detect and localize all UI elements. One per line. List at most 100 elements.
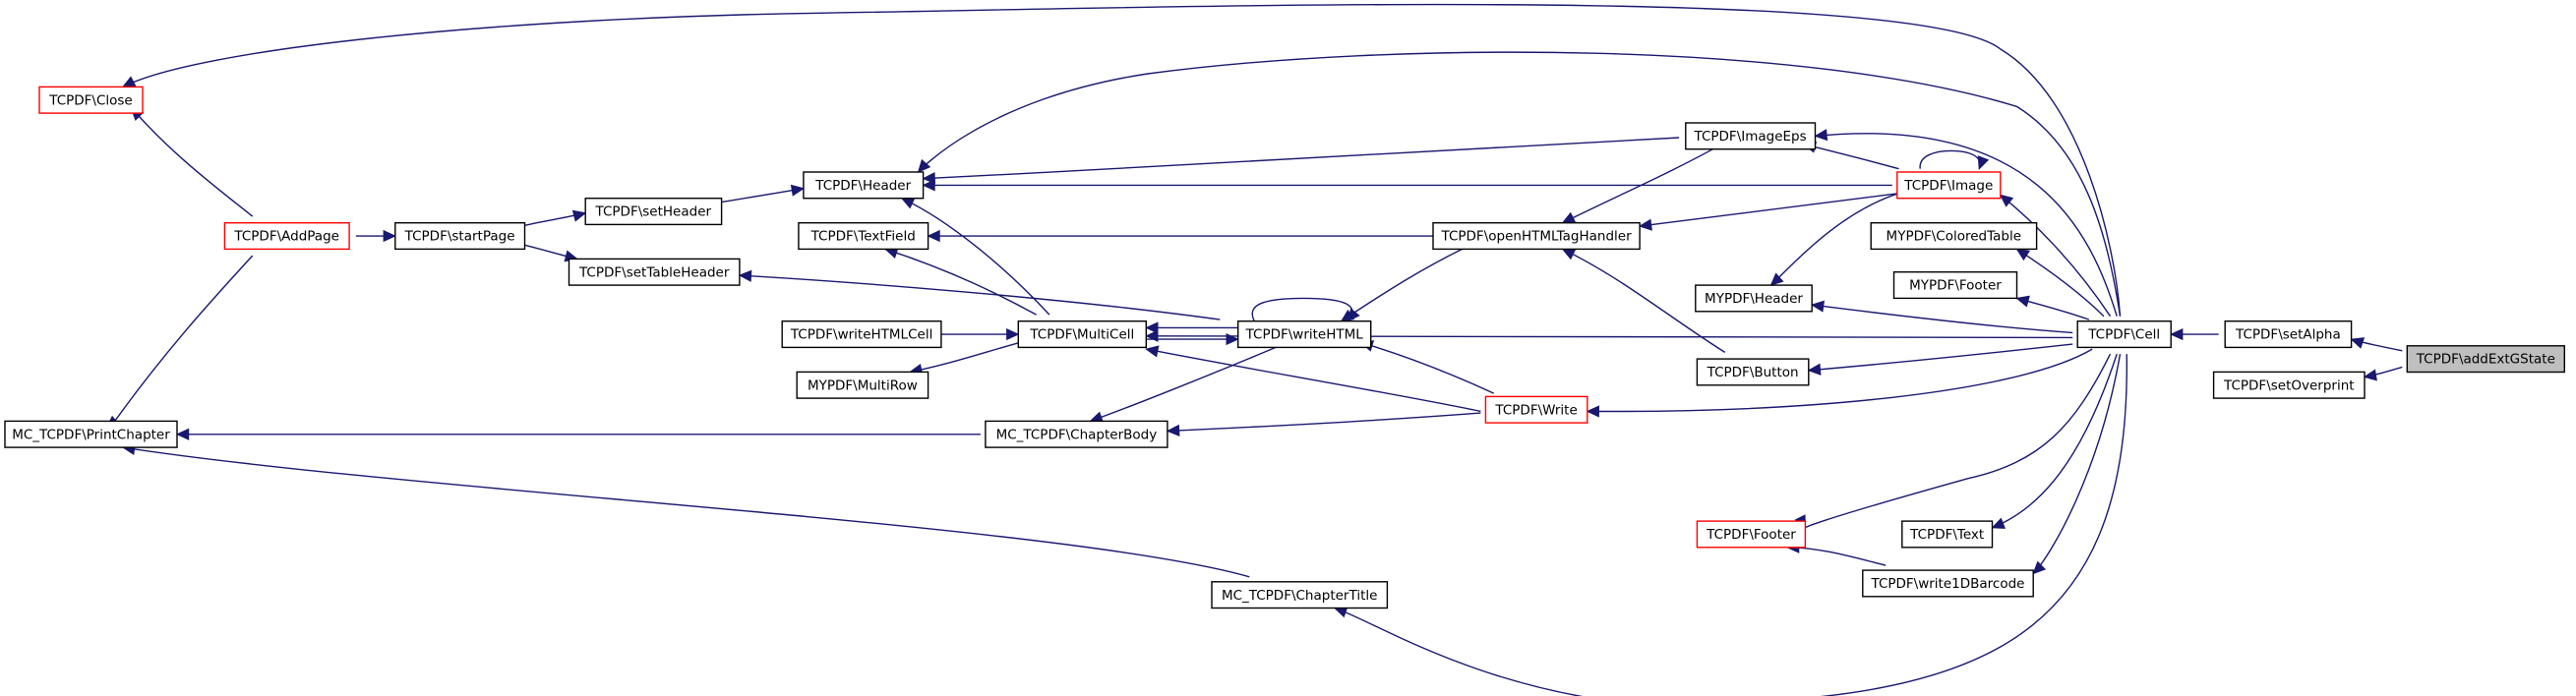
edge-cell-to-header (917, 51, 2122, 317)
edge-openhtml-to-writehtml (1340, 242, 1476, 322)
node-label: TCPDF\Cell (2087, 327, 2160, 343)
arrowhead (1166, 424, 1180, 437)
node-multirow[interactable]: MYPDF\MultiRow (796, 371, 929, 399)
edge-writehtml-to-settableheader (738, 269, 1221, 320)
arrowhead (2015, 295, 2030, 308)
node-write[interactable]: TCPDF\Write (1484, 395, 1588, 424)
node-box (223, 221, 350, 251)
edge-write-to-writehtml (1359, 340, 1494, 394)
node-tcpdffooter[interactable]: TCPDF\Footer (1696, 520, 1807, 549)
edge-cell-to-text (1991, 353, 2118, 529)
node-box (2406, 345, 2566, 374)
edge-line (1804, 353, 2112, 529)
edge-line (1787, 547, 1887, 566)
node-text[interactable]: TCPDF\Text (1901, 520, 1994, 549)
node-openhtml[interactable]: TCPDF\openHTMLTagHandler (1432, 221, 1641, 251)
edge-cell-to-tcpdffooter (1794, 353, 2112, 529)
node-close[interactable]: TCPDF\Close (38, 86, 144, 114)
node-settableheader[interactable]: TCPDF\setTableHeader (568, 258, 741, 286)
node-box (4, 420, 178, 448)
edge-setheader-to-startpage (520, 209, 587, 227)
edge-openhtml-to-textfield (927, 229, 1433, 243)
edge-addpage-to-printchapter (105, 255, 254, 429)
node-box (568, 258, 741, 286)
edge-line (923, 137, 1680, 180)
node-label: MC_TCPDF\ChapterTitle (1222, 588, 1377, 604)
arrowhead (1638, 218, 1652, 231)
edge-chapterbody-to-printchapter (175, 428, 981, 440)
arrowhead (2363, 369, 2377, 381)
node-box (803, 171, 925, 200)
node-box (1896, 171, 2002, 200)
node-textfield[interactable]: TCPDF\TextField (798, 221, 929, 251)
arrowhead (1991, 517, 2007, 529)
node-image[interactable]: TCPDF\Image (1896, 171, 2002, 200)
node-cell[interactable]: TCPDF\Cell (2076, 320, 2172, 349)
arrowhead (1586, 405, 1600, 418)
node-label: TCPDF\ImageEps (1694, 129, 1807, 145)
node-header[interactable]: TCPDF\Header (803, 171, 925, 200)
node-write1d[interactable]: TCPDF\write1DBarcode (1862, 569, 2034, 598)
node-setoverprint[interactable]: TCPDF\setOverprint (2212, 371, 2366, 399)
edge-cell-to-coloredtable (2015, 248, 2105, 318)
node-startpage[interactable]: TCPDF\startPage (394, 221, 526, 251)
node-printchapter[interactable]: MC_TCPDF\PrintChapter (4, 420, 178, 448)
node-mypdffooter[interactable]: MYPDF\Footer (1892, 271, 2018, 300)
node-setheader[interactable]: TCPDF\setHeader (584, 197, 723, 226)
node-button[interactable]: TCPDF\Button (1696, 358, 1810, 386)
node-label: TCPDF\addExtGState (2416, 352, 2555, 368)
node-addextgstate: TCPDF\addExtGState (2406, 345, 2566, 374)
node-box (985, 420, 1168, 448)
arrowhead (900, 198, 916, 209)
edge-line (2016, 248, 2105, 318)
node-box (1696, 520, 1807, 549)
node-box (1901, 520, 1994, 549)
edge-line (135, 112, 254, 217)
edge-write-to-multicell (1145, 345, 1481, 413)
arrowhead (1810, 300, 1825, 313)
node-mypdfheader[interactable]: MYPDF\Header (1695, 284, 1813, 313)
node-writehtml[interactable]: TCPDF\writeHTML (1236, 320, 1372, 349)
node-box (1236, 320, 1372, 349)
node-label: MC_TCPDF\ChapterBody (996, 427, 1158, 442)
node-label: TCPDF\Close (48, 92, 133, 108)
edge-line (1640, 193, 1899, 227)
node-multicell[interactable]: TCPDF\MultiCell (1017, 320, 1148, 349)
node-addpage[interactable]: TCPDF\AddPage (223, 221, 350, 251)
edge-line (122, 446, 1250, 578)
arrowhead (571, 209, 587, 222)
edge-line (1341, 242, 1476, 322)
node-writehtmlcell[interactable]: TCPDF\writeHTMLCell (781, 320, 942, 349)
edge-line (1812, 304, 2073, 334)
edge-cell-to-button (1807, 343, 2073, 376)
node-coloredtable[interactable]: MYPDF\ColoredTable (1870, 221, 2038, 251)
node-box (781, 320, 942, 349)
node-label: MC_TCPDF\PrintChapter (12, 427, 170, 442)
node-label: TCPDF\Image (1903, 178, 1993, 194)
arrowhead (1814, 129, 1828, 142)
edge-line (114, 255, 254, 422)
arrowhead (1145, 345, 1160, 358)
node-label: TCPDF\Write (1494, 402, 1577, 418)
arrowhead (1977, 155, 1990, 170)
edge-addextgstate-to-setoverprint (2363, 366, 2403, 381)
node-label: MYPDF\MultiRow (808, 377, 918, 393)
node-label: TCPDF\write1DBarcode (1870, 576, 2024, 592)
edge-line (122, 3, 2122, 317)
arrowhead (1145, 321, 1159, 334)
arrowhead (2015, 248, 2031, 261)
node-setalpha[interactable]: TCPDF\setAlpha (2224, 320, 2353, 349)
node-box (2224, 320, 2353, 349)
node-chaptertitle[interactable]: MC_TCPDF\ChapterTitle (1211, 581, 1389, 609)
arrowhead (790, 184, 806, 197)
arrowhead (175, 428, 190, 440)
edge-cell-to-mypdffooter (2015, 295, 2090, 320)
node-chapterbody[interactable]: MC_TCPDF\ChapterBody (985, 420, 1168, 448)
node-label: MYPDF\Header (1705, 291, 1803, 307)
node-label: TCPDF\TextField (810, 229, 916, 245)
node-imageeps[interactable]: TCPDF\ImageEps (1685, 122, 1817, 150)
node-box (1211, 581, 1389, 609)
edge-multicell-to-writehtmlcell (940, 328, 1020, 341)
edge-chaptertitle-to-printchapter (121, 442, 1250, 578)
edge-addpage-to-close (130, 107, 254, 217)
